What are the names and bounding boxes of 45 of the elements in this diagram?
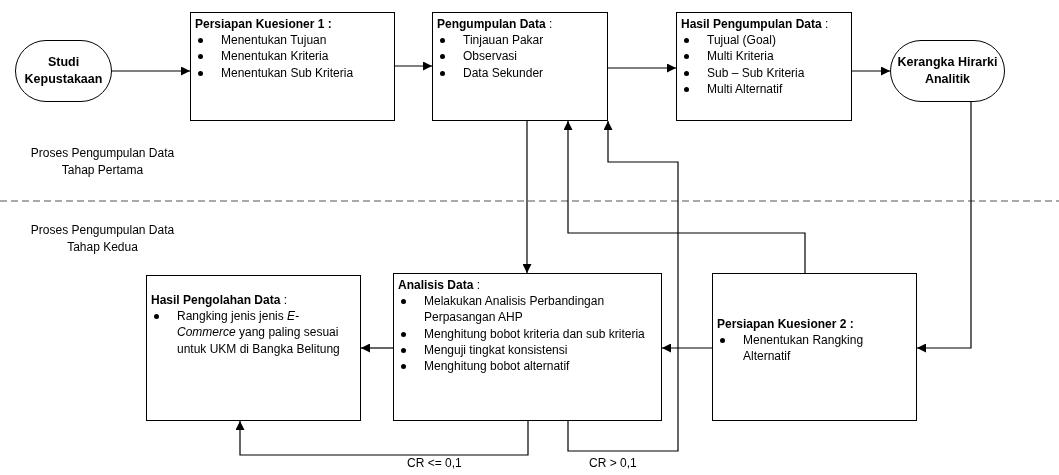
phase-label: Proses Pengumpulan Data Tahap Kedua: [29, 222, 176, 256]
bullet-text: Tinjauan Pakar: [463, 32, 544, 49]
arrow: [111, 66, 191, 76]
bullet-text: Melakukan Analisis Perbandingan Perpasangan AHP: [424, 293, 606, 326]
bullet-text: Rangking jenis jenis E-Commerce yang paling sesuai untuk UKM di Bangka Belitung: [177, 308, 341, 357]
bullet-text: Menguji tingkat konsistensi: [424, 341, 568, 358]
process-box: [712, 273, 917, 421]
bullet-text: Observasi: [463, 48, 518, 65]
arrow: [661, 343, 713, 353]
bullet-text: Multi Alternatif: [707, 80, 783, 97]
process-box: [393, 273, 662, 421]
bullet-text: Tujual (Goal): [707, 32, 776, 49]
bullet-text: Menghitung bobot kriteria dan sub kriteria: [424, 325, 645, 342]
bullet-text: Menentukan Rangking Alternatif: [743, 332, 865, 365]
bullet-text: Menentukan Tujuan: [221, 32, 327, 49]
bullet-text: Sub – Sub Kriteria: [707, 64, 805, 81]
box-heading: Hasil Pengolahan Data :: [151, 292, 289, 309]
bullet-text: Menentukan Kriteria: [221, 48, 329, 65]
bullet-text: Menentukan Sub Kriteria: [221, 64, 354, 81]
arrow: [563, 120, 806, 274]
arrow: [235, 420, 529, 456]
box-heading: Persiapan Kuesioner 1 :: [195, 16, 333, 33]
arrow: [522, 120, 532, 274]
process-box: [190, 12, 395, 121]
bullet-text: Menghitung bobot alternatif: [424, 357, 570, 375]
arrow: [394, 61, 433, 71]
arrow: [851, 66, 891, 76]
phase-label: Proses Pengumpulan Data Tahap Pertama: [29, 145, 176, 179]
box-heading: Analisis Data :: [398, 277, 482, 294]
process-box: [676, 12, 852, 121]
process-box: [432, 12, 608, 121]
box-heading: Pengumpulan Data :: [437, 16, 554, 33]
arrow: [360, 343, 394, 353]
bullet-text: Multi Kriteria: [707, 48, 774, 65]
process-box: [146, 275, 361, 421]
edge-label: CR > 0,1: [587, 456, 639, 470]
arrow: [916, 101, 972, 353]
box-heading: Persiapan Kuesioner 2 :: [717, 316, 855, 333]
box-heading: Kerangka Hirarki Analitik: [896, 54, 999, 88]
arrow: [567, 120, 679, 452]
box-heading: Hasil Pengumpulan Data :: [681, 16, 830, 33]
edge-label: CR <= 0,1: [405, 456, 464, 470]
bullet-text: Data Sekunder: [463, 64, 544, 81]
box-heading: Studi Kepustakaan: [23, 54, 104, 88]
arrow: [607, 63, 677, 73]
